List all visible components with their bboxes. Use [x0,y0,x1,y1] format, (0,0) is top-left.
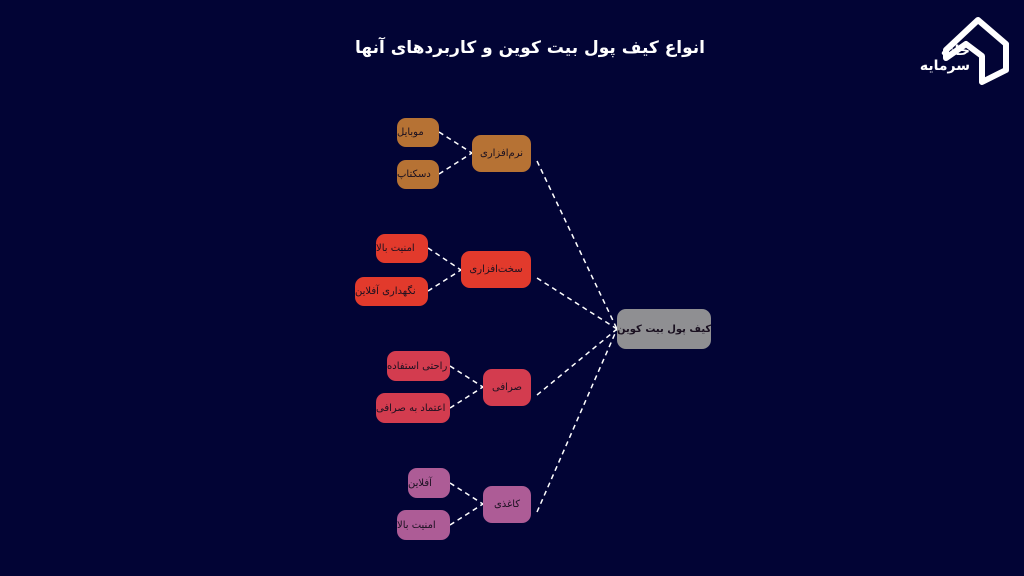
leaf-node-offline: آفلاین [408,468,450,498]
connector-category-leaf [438,152,473,175]
category-label: سخت‌افزاری [469,264,523,275]
category-node-software: نرم‌افزاری [472,135,531,172]
connector-category-leaf [449,365,484,388]
logo-wordmark: خانه سرمایه [900,44,970,74]
leaf-label: نگهداری آفلاین [355,286,416,297]
connector-root-category [536,328,618,513]
root-node: کیف پول بیت کوین [617,309,711,349]
category-label: نرم‌افزاری [480,148,524,159]
category-label: کاغذی [493,499,521,510]
leaf-node-high-security: امنیت بالا [376,234,428,263]
connector-category-leaf [449,386,484,409]
leaf-label: اعتماد به صرافی [376,402,446,414]
leaf-node-offline-storage: نگهداری آفلاین [355,277,428,306]
category-node-exchange: صرافی [483,369,531,406]
connector-category-leaf [438,131,473,154]
connector-root-category [536,328,618,396]
connector-category-leaf [427,247,462,271]
leaf-label: موبایل [397,127,424,138]
logo-line-2: سرمایه [919,58,970,74]
connector-root-category [536,160,618,330]
category-label: صرافی [492,382,522,393]
connector-category-leaf [449,482,484,505]
leaf-label: دسکتاپ [397,169,431,180]
leaf-node-desktop: دسکتاپ [397,160,439,189]
leaf-label: آفلاین [408,477,432,489]
logo-icon [943,17,1009,85]
category-node-paper: کاغذی [483,486,531,523]
leaf-node-high-security-2: امنیت بالا [397,510,450,540]
leaf-node-trust-exchange: اعتماد به صرافی [376,393,450,423]
connector-root-category [536,277,618,330]
connector-category-leaf [449,503,484,526]
category-node-hardware: سخت‌افزاری [461,251,531,288]
leaf-node-ease-of-use: راحتی استفاده [387,351,450,381]
diagram-title: انواع کیف پول بیت کوین و کاربردهای آنها [354,38,706,58]
connector-category-leaf [427,269,462,292]
logo-line-1: خانه [940,43,970,59]
leaf-label: امنیت بالا [397,519,436,531]
leaf-label: راحتی استفاده [387,360,448,372]
leaf-node-mobile: موبایل [397,118,439,147]
root-label: کیف پول بیت کوین [617,323,711,335]
leaf-label: امنیت بالا [376,243,415,254]
